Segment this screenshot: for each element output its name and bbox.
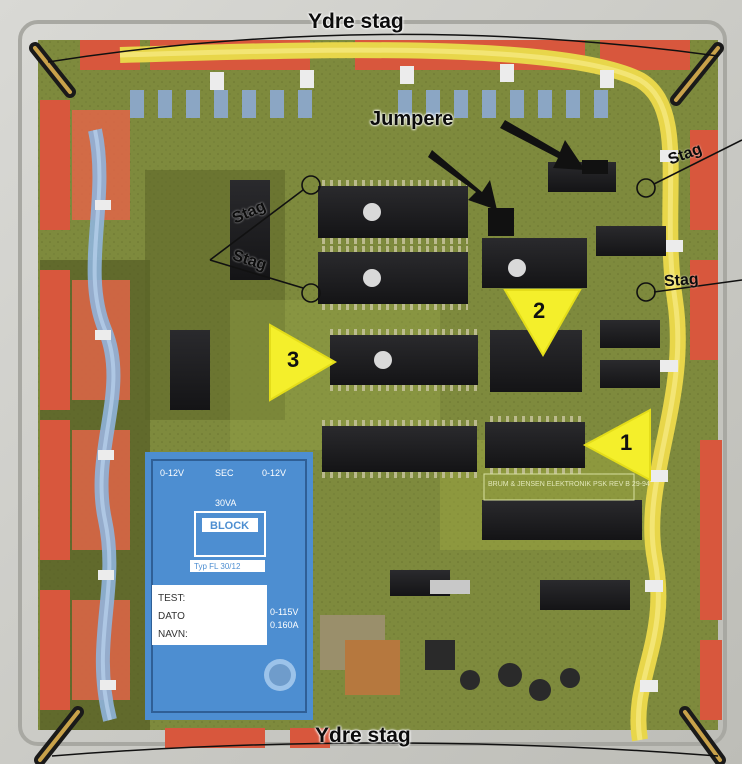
stag-markers — [209, 139, 742, 303]
marker-number-2: 2 — [533, 298, 546, 323]
svg-text:0.160A: 0.160A — [270, 620, 299, 630]
jumper-arrows — [428, 120, 585, 210]
label-stag-right-lower: Stag — [663, 270, 700, 291]
marker-number-1: 1 — [620, 430, 633, 455]
right-terminal-blocks — [690, 130, 722, 720]
outer-strut-line-top — [47, 33, 719, 63]
svg-text:NAVN:: NAVN: — [158, 629, 188, 640]
label-ydre-stag-top: Ydre stag — [308, 10, 404, 33]
svg-text:BRUM & JENSEN ELEKTRONIK PSK R: BRUM & JENSEN ELEKTRONIK PSK REV B 29-94 — [488, 481, 650, 488]
outer-strut-line-bottom — [51, 742, 719, 757]
svg-text:DATO: DATO — [158, 611, 185, 622]
svg-text:TEST:: TEST: — [158, 593, 185, 604]
svg-text:0-12V: 0-12V — [160, 468, 184, 478]
svg-text:SEC: SEC — [215, 468, 234, 478]
label-ydre-stag-bottom: Ydre stag — [315, 724, 411, 747]
svg-text:0-12V: 0-12V — [262, 468, 286, 478]
bottom-components — [165, 580, 580, 748]
svg-text:BLOCK: BLOCK — [210, 520, 249, 532]
marker-number-3: 3 — [287, 347, 300, 372]
corner-standoffs — [29, 42, 726, 764]
svg-text:0-115V: 0-115V — [270, 607, 298, 617]
svg-text:30VA: 30VA — [215, 498, 236, 508]
label-jumpere: Jumpere — [370, 108, 454, 130]
svg-text:Typ FL 30/12: Typ FL 30/12 — [194, 562, 241, 571]
pcb-label — [483, 473, 635, 501]
block-transformer: 0-12V SEC 0-12V 30VA BLOCK Typ FL 30/12 … — [145, 452, 313, 720]
yellow-markers — [269, 289, 651, 482]
